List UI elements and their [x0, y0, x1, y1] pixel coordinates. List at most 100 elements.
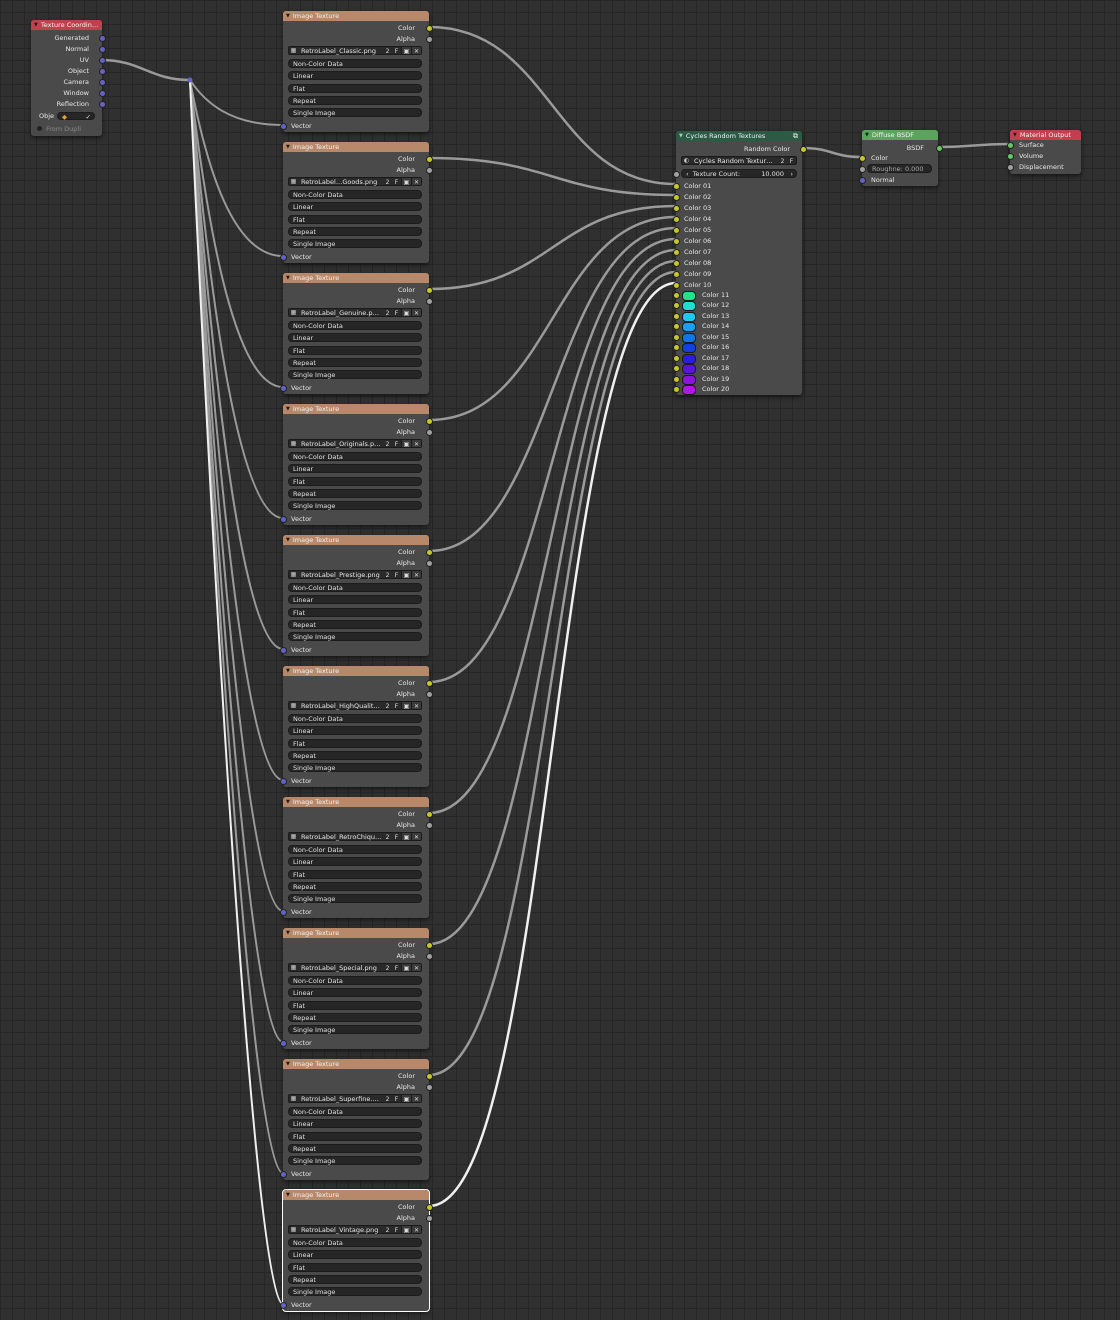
- color-swatch[interactable]: [682, 343, 696, 354]
- texture-count-field[interactable]: ‹ Texture Count: 10.000 ›: [681, 169, 797, 178]
- material-output-node[interactable]: ▼ Material Output Surface Volume Displac…: [1007, 130, 1081, 174]
- color-swatch[interactable]: [682, 364, 696, 375]
- color-space-field[interactable]: Non-Color Data: [288, 452, 422, 461]
- socket-color-in[interactable]: [673, 312, 680, 320]
- interpolation-field[interactable]: Linear: [288, 464, 422, 474]
- close-icon[interactable]: ✕: [411, 702, 421, 710]
- image-texture-header[interactable]: ▼ Image Texture: [283, 535, 429, 545]
- fake-user-button[interactable]: F: [394, 48, 399, 55]
- collapse-arrow-icon[interactable]: ▼: [286, 406, 290, 412]
- image-browse-icon[interactable]: ▦: [290, 1226, 297, 1233]
- material-output-header[interactable]: ▼ Material Output: [1010, 130, 1081, 140]
- interpolation-field[interactable]: Linear: [288, 1250, 422, 1260]
- image-browse-icon[interactable]: ▦: [290, 833, 297, 840]
- extension-field[interactable]: Repeat: [288, 488, 422, 498]
- image-texture-node[interactable]: ▼ Image Texture Color Alpha ▦ RetroLabel…: [280, 666, 433, 787]
- image-datablock-selector[interactable]: ▦ RetroLabel_Special.png 2 F ▣ ✕: [288, 963, 422, 972]
- users-count[interactable]: 2: [385, 572, 390, 579]
- image-texture-node[interactable]: ▼ Image Texture Color Alpha ▦ RetroLabel…: [280, 1059, 433, 1180]
- socket-bsdf-out[interactable]: [936, 145, 943, 152]
- socket-alpha-out[interactable]: [426, 953, 433, 960]
- socket-color-in[interactable]: [673, 183, 680, 190]
- socket-color-in[interactable]: [673, 249, 680, 256]
- open-file-icon[interactable]: ▣: [401, 178, 411, 186]
- projection-field[interactable]: Flat: [288, 1000, 422, 1010]
- image-browse-icon[interactable]: ▦: [290, 47, 297, 54]
- image-texture-header[interactable]: ▼ Image Texture: [283, 1059, 429, 1069]
- image-browse-icon[interactable]: ▦: [290, 702, 297, 709]
- image-datablock-selector[interactable]: ▦ RetroLabel_Vintage.png 2 F ▣ ✕: [288, 1225, 422, 1234]
- color-swatch[interactable]: [682, 311, 696, 322]
- socket-color-out[interactable]: [426, 811, 433, 818]
- image-texture-node[interactable]: ▼ Image Texture Color Alpha ▦ RetroLabel…: [280, 404, 433, 525]
- users-count[interactable]: 2: [385, 703, 390, 710]
- image-texture-node[interactable]: ▼ Image Texture Color Alpha ▦ RetroLabel…: [280, 142, 433, 263]
- users-count[interactable]: 2: [385, 965, 390, 972]
- source-field[interactable]: Single Image: [288, 894, 422, 904]
- extension-field[interactable]: Repeat: [288, 357, 422, 367]
- socket-color-out[interactable]: [426, 942, 433, 949]
- projection-field[interactable]: Flat: [288, 214, 422, 224]
- image-texture-node[interactable]: ▼ Image Texture Color Alpha ▦ RetroLabel…: [280, 928, 433, 1049]
- interpolation-field[interactable]: Linear: [288, 1119, 422, 1129]
- source-field[interactable]: Single Image: [288, 763, 422, 773]
- extension-field[interactable]: Repeat: [288, 619, 422, 629]
- socket-alpha-out[interactable]: [426, 36, 433, 43]
- source-field[interactable]: Single Image: [288, 1156, 422, 1166]
- collapse-arrow-icon[interactable]: ▼: [286, 144, 290, 150]
- socket-uv[interactable]: [99, 57, 106, 64]
- fake-user-button[interactable]: F: [394, 834, 399, 841]
- socket-reflection[interactable]: [99, 101, 106, 108]
- socket-object[interactable]: [99, 68, 106, 75]
- extension-field[interactable]: Repeat: [288, 1274, 422, 1284]
- image-texture-header[interactable]: ▼ Image Texture: [283, 273, 429, 283]
- socket-color-out[interactable]: [426, 549, 433, 556]
- checkbox-icon[interactable]: [37, 126, 42, 131]
- socket-color-in[interactable]: [673, 271, 680, 278]
- socket-alpha-out[interactable]: [426, 1084, 433, 1091]
- texture-coordinate-node[interactable]: ▼ Texture Coordin… Generated Normal UV O…: [31, 20, 106, 136]
- projection-field[interactable]: Flat: [288, 476, 422, 486]
- socket-color-in[interactable]: [673, 194, 680, 201]
- socket-color-in[interactable]: [673, 354, 680, 362]
- socket-color-in[interactable]: [673, 260, 680, 267]
- projection-field[interactable]: Flat: [288, 869, 422, 879]
- image-browse-icon[interactable]: ▦: [290, 440, 297, 447]
- socket-normal-in[interactable]: [859, 177, 866, 184]
- socket-vector-in[interactable]: [280, 123, 287, 130]
- source-field[interactable]: Single Image: [288, 370, 422, 380]
- extension-field[interactable]: Repeat: [288, 226, 422, 236]
- users-count[interactable]: 2: [385, 179, 390, 186]
- socket-color-in[interactable]: [859, 155, 866, 162]
- socket-color-in[interactable]: [673, 375, 680, 383]
- color-swatch[interactable]: [682, 322, 696, 333]
- collapse-arrow-icon[interactable]: ▼: [286, 668, 290, 674]
- color-swatch[interactable]: [682, 385, 696, 396]
- socket-random-color[interactable]: [800, 146, 807, 153]
- color-space-field[interactable]: Non-Color Data: [288, 1107, 422, 1116]
- source-field[interactable]: Single Image: [288, 1025, 422, 1035]
- close-icon[interactable]: ✕: [411, 1095, 421, 1103]
- open-file-icon[interactable]: ▣: [401, 1095, 411, 1103]
- random-textures-group-node[interactable]: ▼ Cycles Random Textures ⧉ Random Color …: [673, 131, 807, 396]
- socket-alpha-out[interactable]: [426, 560, 433, 567]
- image-texture-header[interactable]: ▼ Image Texture: [283, 404, 429, 414]
- random-textures-header[interactable]: ▼ Cycles Random Textures ⧉: [676, 131, 802, 141]
- group-datablock-selector[interactable]: ◐ Cycles Random Textur… 2 F: [681, 156, 797, 165]
- fake-user-button[interactable]: F: [394, 310, 399, 317]
- collapse-arrow-icon[interactable]: ▼: [286, 275, 290, 281]
- socket-color-in[interactable]: [673, 344, 680, 352]
- socket-color-in[interactable]: [673, 238, 680, 245]
- socket-vector-in[interactable]: [280, 385, 287, 392]
- color-space-field[interactable]: Non-Color Data: [288, 976, 422, 985]
- image-texture-header[interactable]: ▼ Image Texture: [283, 928, 429, 938]
- socket-color-out[interactable]: [426, 287, 433, 294]
- open-file-icon[interactable]: ▣: [401, 47, 411, 55]
- projection-field[interactable]: Flat: [288, 738, 422, 748]
- users-count[interactable]: 2: [385, 1227, 390, 1234]
- color-swatch[interactable]: [682, 374, 696, 385]
- collapse-arrow-icon[interactable]: ▼: [286, 1061, 290, 1067]
- image-texture-header[interactable]: ▼ Image Texture: [283, 142, 429, 152]
- collapse-arrow-icon[interactable]: ▼: [286, 537, 290, 543]
- collapse-arrow-icon[interactable]: ▼: [286, 799, 290, 805]
